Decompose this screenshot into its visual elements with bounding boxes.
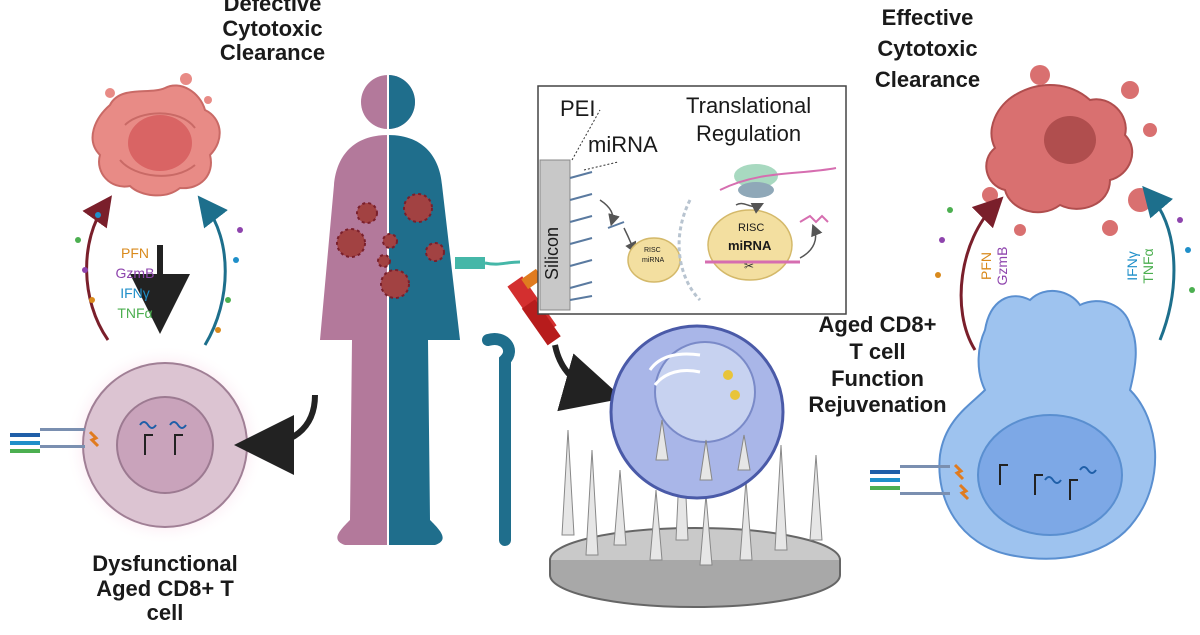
ribosome — [734, 164, 778, 188]
right-title-line: Clearance — [874, 67, 981, 93]
inset-box: ✂ — [537, 85, 847, 315]
lightning-icon — [953, 463, 965, 481]
arrow-return-right — [1142, 185, 1176, 341]
tcr-receptor-right — [870, 463, 970, 501]
left-title-line: Defective — [223, 0, 322, 16]
svg-text:✂: ✂ — [744, 259, 754, 273]
arrow-return-left — [197, 195, 228, 346]
right-middle-line: Rejuvenation — [808, 392, 947, 418]
cytokine-tnfa: TNFα — [1140, 248, 1156, 284]
inset-pei-label: PEI — [560, 96, 596, 121]
left-title-line: Cytotoxic — [222, 15, 323, 41]
right-cytokines-right: IFNγ TNFα — [1124, 236, 1156, 296]
cytokine-pfn: PFN — [121, 245, 149, 261]
lightning-icon — [958, 483, 970, 501]
left-cytokine-list: PFN GzmB IFNγ TNFα — [105, 243, 165, 323]
right-middle-label: Aged CD8+ T cell Function Rejuvenation — [790, 312, 965, 419]
nanowire-platform — [549, 409, 841, 608]
tcr-receptor-left — [10, 428, 100, 453]
translational-line: Regulation — [695, 121, 802, 146]
lightning-icon — [88, 430, 100, 448]
arrow-person-to-dysfunctional — [234, 394, 318, 475]
pei-mirna-strands — [569, 171, 593, 301]
tumor-cell-right-fragmented — [982, 65, 1157, 236]
arrow-secretion-right — [959, 196, 1004, 351]
left-bottom-label: Dysfunctional Aged CD8+ T cell — [55, 551, 275, 626]
right-middle-line: T cell — [849, 338, 906, 364]
left-title-line: Clearance — [219, 40, 326, 66]
right-middle-line: Function — [831, 365, 924, 391]
right-cytokines-left: PFN GzmB — [978, 236, 1010, 296]
cytokine-pfn: PFN — [978, 252, 994, 280]
cytokine-tnfa: TNFα — [117, 305, 153, 321]
inset-risc-large: RISC — [738, 222, 765, 234]
arrow-tube-to-nanowire — [552, 344, 624, 412]
cytokine-dots-left — [75, 212, 243, 333]
cytokine-ifng: IFNγ — [120, 285, 150, 301]
cytokine-gzmb: GzmB — [994, 246, 1010, 286]
tumor-cell-left — [91, 73, 221, 197]
cytokine-dots-right — [935, 207, 1195, 293]
left-bottom-line: Aged CD8+ T — [96, 575, 234, 601]
dysfunctional-t-cell — [65, 345, 265, 545]
left-bottom-line: cell — [146, 600, 184, 626]
elderly-person — [320, 70, 521, 548]
right-title-line: Cytotoxic — [877, 36, 978, 62]
virus-particles — [336, 193, 445, 299]
inset-mirna-large: miRNA — [728, 238, 772, 253]
inset-silicon-label: Silicon — [542, 226, 562, 280]
right-title-line: Effective — [881, 5, 974, 30]
left-title: Defective Cytotoxic Clearance — [200, 0, 345, 66]
translational-line: Translational — [686, 93, 812, 118]
cytokine-gzmb: GzmB — [115, 265, 155, 281]
rejuvenated-t-cell — [938, 289, 1157, 560]
right-middle-line: Aged CD8+ — [818, 312, 937, 337]
right-title: Effective Cytotoxic Clearance — [855, 2, 1000, 96]
inset-translational-label: Translational Regulation — [686, 92, 811, 148]
nanowires-through-cell — [655, 419, 751, 481]
cell-on-nanowire — [609, 324, 785, 500]
cytokine-ifng: IFNγ — [1124, 251, 1140, 281]
inset-risc-small: RISC — [644, 247, 661, 254]
inset-mirna-small: miRNA — [642, 257, 665, 264]
left-bottom-line: Dysfunctional — [92, 551, 238, 576]
risc-small — [627, 237, 681, 283]
inset-mirna-label: miRNA — [588, 132, 658, 157]
